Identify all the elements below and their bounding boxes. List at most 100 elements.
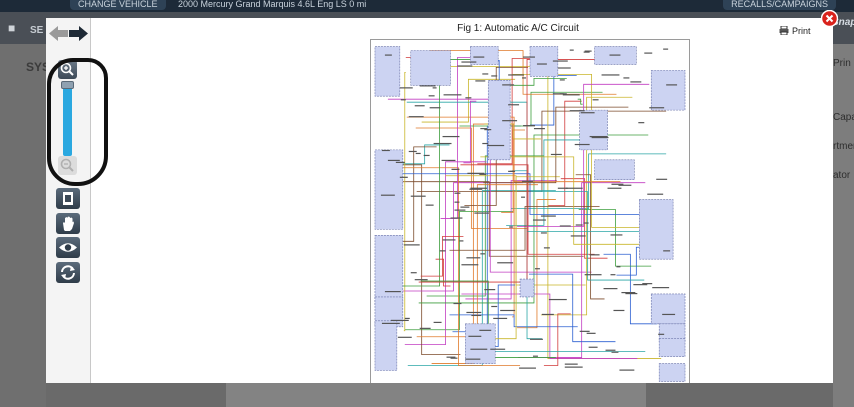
diagram-label-mark <box>519 367 536 369</box>
view-button[interactable] <box>56 237 80 258</box>
component-box <box>594 159 635 180</box>
diagram-label-mark <box>468 335 482 337</box>
diagram-label-mark <box>618 184 632 186</box>
diagram-label-mark <box>425 204 434 206</box>
diagram-label-mark <box>433 142 452 145</box>
diagram-label-mark <box>466 311 482 314</box>
rotate-button[interactable] <box>56 262 80 283</box>
diagram-label-mark <box>536 63 547 65</box>
wire-trace <box>501 77 567 86</box>
wiring-diagram[interactable] <box>370 39 690 383</box>
diagram-label-mark <box>450 357 458 359</box>
diagram-label-mark <box>479 329 492 331</box>
diagram-label-mark <box>493 317 508 320</box>
diagram-label-mark <box>550 153 562 156</box>
side-label-capacity: Capac <box>833 112 854 123</box>
diagram-label-mark <box>621 291 636 294</box>
wire-trace <box>396 167 521 366</box>
diagram-label-mark <box>663 48 669 50</box>
diagram-label-mark <box>471 314 482 317</box>
diagram-label-mark <box>475 80 486 82</box>
diagram-label-mark <box>419 85 436 87</box>
zoom-slider-handle[interactable] <box>61 81 74 89</box>
diagram-label-mark <box>619 369 635 371</box>
diagram-label-mark <box>484 129 492 131</box>
diagram-label-mark <box>562 94 580 96</box>
wire-trace <box>477 58 546 165</box>
diagram-label-mark <box>387 159 400 162</box>
wire-traces <box>382 50 672 366</box>
diagram-label-mark <box>384 54 392 56</box>
diagram-label-mark <box>454 209 466 211</box>
close-icon[interactable] <box>821 10 838 27</box>
diagram-label-mark <box>380 194 395 196</box>
wire-trace <box>577 98 583 105</box>
diagram-label-mark <box>564 366 583 368</box>
book-icon[interactable]: ■ <box>8 21 16 35</box>
fit-page-button[interactable] <box>56 188 80 209</box>
diagram-label-mark <box>491 305 498 308</box>
diagram-label-mark <box>408 150 417 153</box>
zoom-slider-track[interactable] <box>63 81 72 156</box>
diagram-label-mark <box>557 67 571 69</box>
wire-trace <box>420 280 556 358</box>
diagram-label-mark <box>589 135 608 138</box>
print-button[interactable]: Print <box>779 26 811 36</box>
diagram-label-mark <box>610 234 623 236</box>
diagram-label-mark <box>429 107 441 109</box>
zoom-in-button[interactable] <box>58 60 77 79</box>
component-box <box>650 293 686 325</box>
diagram-label-mark <box>579 330 590 332</box>
diagram-label-mark <box>457 65 473 67</box>
wire-trace <box>404 211 514 331</box>
top-bar: CHANGE VEHICLE 2000 Mercury Grand Marqui… <box>0 0 854 12</box>
diagram-label-mark <box>415 152 421 155</box>
change-vehicle-button[interactable]: CHANGE VEHICLE <box>70 0 166 10</box>
diagram-label-mark <box>522 77 527 79</box>
diagram-label-mark <box>400 99 406 101</box>
wire-trace <box>399 144 450 165</box>
diagram-label-mark <box>647 193 664 195</box>
zoom-in-icon <box>60 62 74 76</box>
side-label-print[interactable]: Prin <box>833 58 851 69</box>
nav-item[interactable]: SE <box>30 25 44 36</box>
component-box <box>579 109 608 151</box>
diagram-label-mark <box>461 264 479 266</box>
diagram-label-mark <box>586 332 596 334</box>
recalls-campaigns-button[interactable]: RECALLS/CAMPAIGNS <box>723 0 836 10</box>
pan-button[interactable] <box>56 213 80 234</box>
diagram-label-mark <box>414 105 425 107</box>
wire-trace <box>398 59 480 287</box>
wire-trace <box>426 155 544 297</box>
wire-trace <box>512 190 516 318</box>
wire-trace <box>578 209 652 267</box>
diagram-label-mark <box>534 268 540 270</box>
hand-icon <box>63 216 74 231</box>
diagram-label-mark <box>623 77 630 79</box>
diagram-label-mark <box>638 122 645 124</box>
wire-trace <box>511 153 667 209</box>
diagram-label-mark <box>557 187 568 189</box>
diagram-label-mark <box>552 60 568 62</box>
diagram-label-mark <box>609 54 621 56</box>
diagram-label-mark <box>502 120 518 122</box>
wire-trace <box>387 98 592 273</box>
diagram-label-mark <box>656 178 668 180</box>
wire-trace <box>483 106 629 184</box>
diagram-label-mark <box>559 93 564 95</box>
diagram-label-mark <box>630 81 642 83</box>
diagram-label-mark <box>611 351 619 353</box>
diagram-label-mark <box>569 49 574 51</box>
zoom-out-button[interactable] <box>58 156 77 175</box>
diagram-label-mark <box>583 222 589 224</box>
diagram-label-mark <box>403 244 420 246</box>
arrow-left-icon[interactable] <box>49 26 68 41</box>
diagram-label-mark <box>390 319 409 322</box>
diagram-label-mark <box>381 149 390 152</box>
figure-title: Fig 1: Automatic A/C Circuit <box>457 23 579 34</box>
diagram-label-mark <box>428 95 435 97</box>
diagram-label-mark <box>395 161 405 164</box>
diagram-label-mark <box>584 50 592 52</box>
arrow-right-icon[interactable] <box>69 26 88 41</box>
wire-trace <box>603 253 658 325</box>
